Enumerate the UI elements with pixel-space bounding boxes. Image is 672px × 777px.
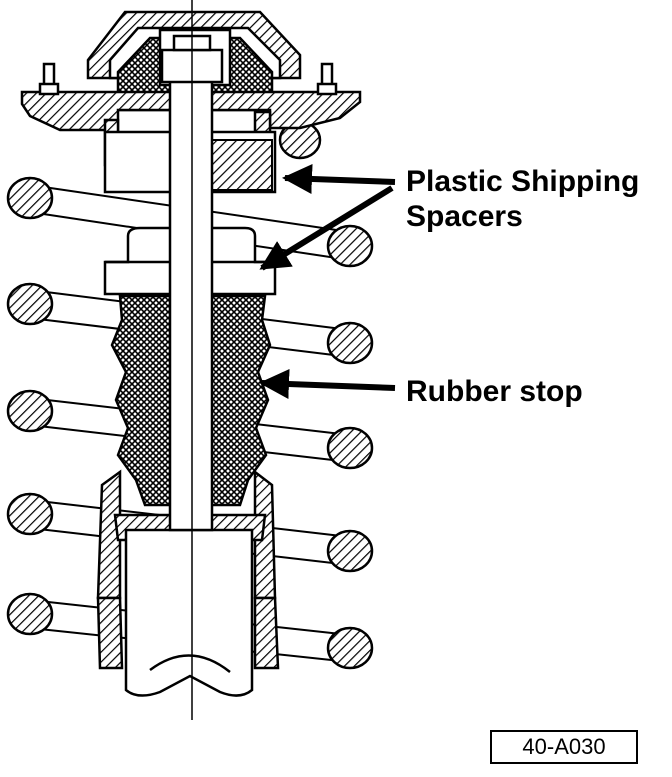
label-plastic-shipping: Plastic Shipping (406, 165, 640, 198)
label-rubber-stop: Rubber stop (406, 375, 583, 408)
piston-rod (168, 68, 214, 532)
mount-studs (38, 62, 338, 96)
damper-tube (96, 469, 280, 697)
leader-arrows (259, 163, 396, 400)
figure-code: 40-A030 (490, 730, 638, 764)
label-spacers: Spacers (406, 200, 523, 233)
coil-sections (6, 120, 374, 670)
